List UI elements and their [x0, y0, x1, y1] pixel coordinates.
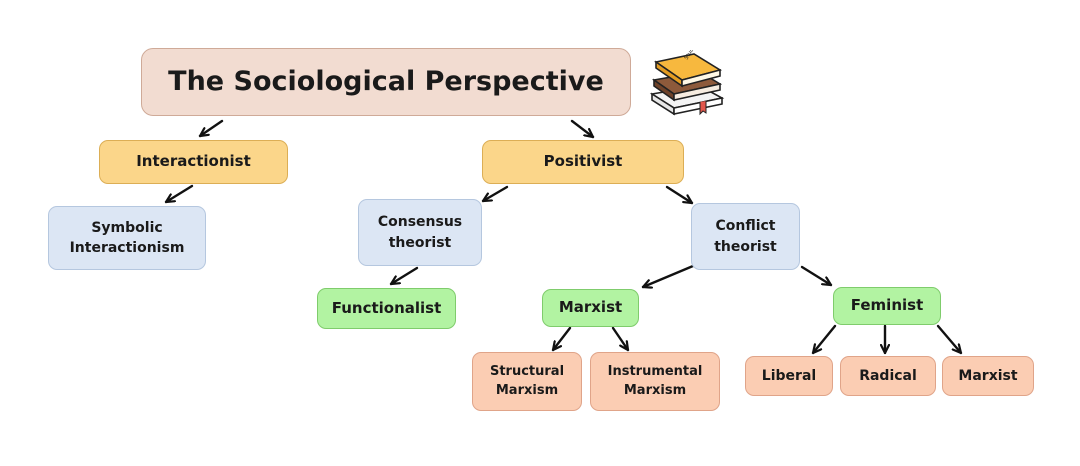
functionalist-node: Functionalist — [317, 288, 456, 329]
stacked-books-icon: Study with Mehar — [649, 50, 725, 116]
radical-node: Radical — [840, 356, 936, 396]
arrow-interactionist-symbolic — [164, 184, 194, 204]
consensus-theorist-node: Consensus theorist — [358, 199, 482, 266]
arrow-marxist-instrumental — [611, 326, 630, 352]
arrow-conflict-feminist — [800, 265, 833, 287]
instrumental-marxism-node: Instrumental Marxism — [590, 352, 720, 411]
title-node: The Sociological Perspective — [141, 48, 631, 116]
arrow-marxist-structural — [551, 326, 572, 352]
arrow-feminist-marxist — [936, 324, 963, 355]
symbolic-interactionism-node: Symbolic Interactionism — [48, 206, 206, 270]
arrow-positivist-conflict — [665, 185, 694, 205]
arrow-feminist-liberal — [811, 324, 837, 355]
conflict-theorist-node: Conflict theorist — [691, 203, 800, 270]
structural-marxism-node: Structural Marxism — [472, 352, 582, 411]
arrow-root-interactionist — [198, 119, 224, 138]
liberal-node: Liberal — [745, 356, 833, 396]
arrow-conflict-marxist — [641, 264, 695, 287]
feminist-node: Feminist — [833, 287, 941, 325]
arrow-positivist-consensus — [481, 185, 509, 203]
positivist-node: Positivist — [482, 140, 684, 184]
arrow-root-positivist — [570, 119, 595, 139]
marxist-feminist-node: Marxist — [942, 356, 1034, 396]
marxist-node: Marxist — [542, 289, 639, 327]
interactionist-node: Interactionist — [99, 140, 288, 184]
arrow-consensus-functionalist — [389, 266, 419, 286]
page-title: The Sociological Perspective — [168, 66, 604, 98]
